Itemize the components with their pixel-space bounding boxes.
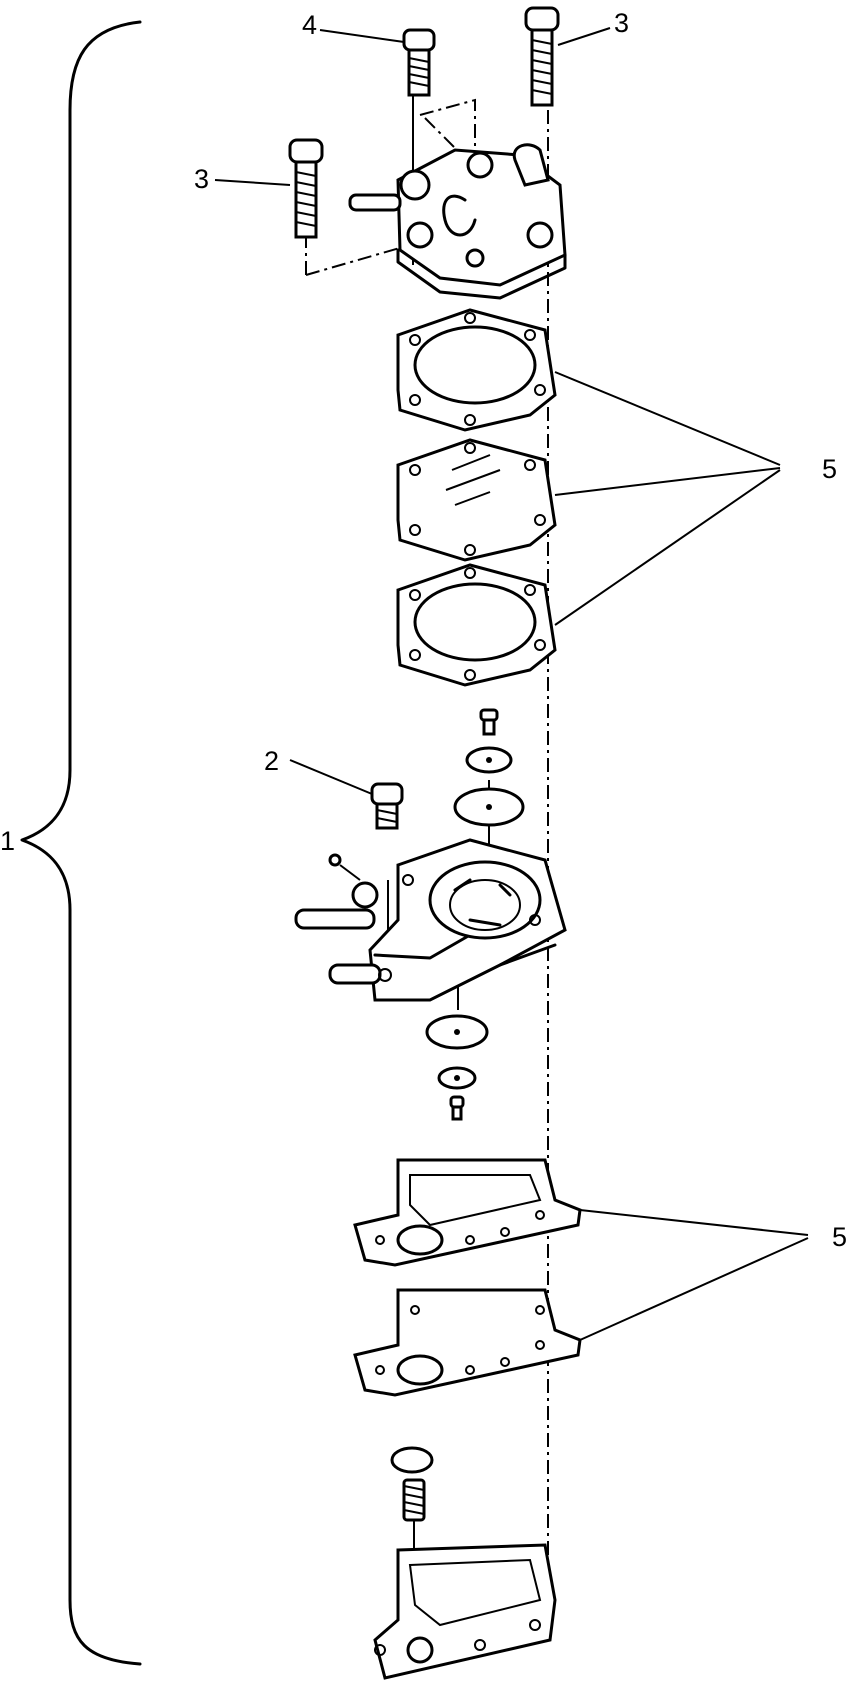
screw-icon — [370, 782, 404, 830]
diaphragm-icon — [465, 746, 513, 774]
pump-cover-icon — [373, 1543, 557, 1680]
callout-2: 2 — [264, 746, 279, 776]
spring-icon — [402, 1478, 426, 1522]
screw-icon — [402, 28, 436, 97]
gasket-icon — [353, 1288, 582, 1397]
gasket-icon — [396, 563, 557, 687]
diaphragm-icon — [390, 1446, 434, 1474]
diaphragm-icon — [437, 1066, 477, 1090]
gasket-icon — [396, 308, 557, 432]
assembly-brace — [20, 20, 142, 1666]
screw-icon — [449, 1095, 465, 1121]
diaphragm-icon — [396, 438, 557, 562]
callout-1: 1 — [0, 826, 15, 856]
callout-4: 4 — [302, 10, 317, 40]
screw-icon — [524, 6, 560, 107]
screw-icon — [288, 138, 324, 239]
pump-body-icon — [294, 838, 567, 1002]
diaphragm-icon — [425, 1014, 489, 1050]
screw-icon — [479, 708, 499, 736]
diaphragm-icon — [453, 787, 525, 827]
callout-5-lower: 5 — [832, 1222, 847, 1252]
callout-3-top: 3 — [614, 8, 629, 38]
callout-3-left: 3 — [194, 164, 209, 194]
pump-cover-icon — [348, 143, 567, 300]
leader-lines — [214, 27, 809, 1341]
gasket-icon — [353, 1158, 582, 1267]
callout-5-upper: 5 — [822, 454, 837, 484]
